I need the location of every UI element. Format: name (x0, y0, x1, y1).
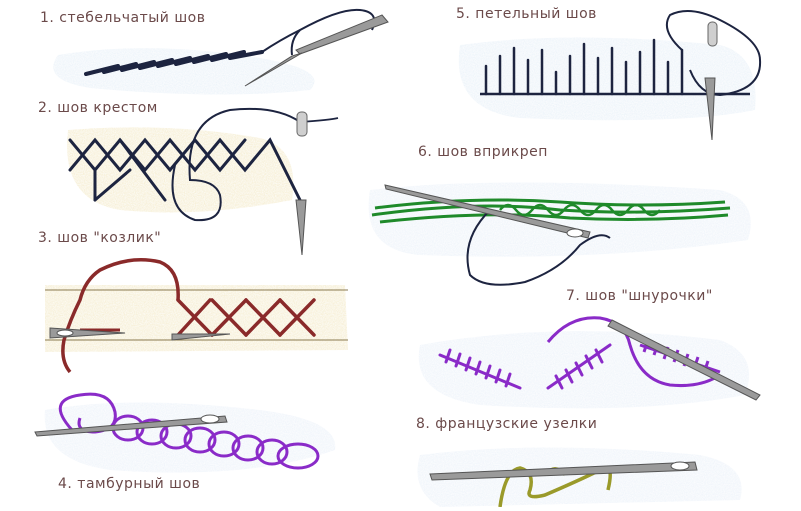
herringbone-stitch-illustration (45, 260, 348, 372)
blanket-stitch-label: 5. петельный шов (456, 6, 597, 22)
stem-stitch-label: 1. стебельчатый шов (40, 10, 205, 26)
fishbone-stitch-illustration (419, 318, 760, 409)
blanket-stitch-illustration (459, 11, 760, 140)
couching-stitch-label: 6. шов вприкреп (418, 144, 548, 160)
couching-stitch-illustration (369, 183, 751, 285)
fishbone-stitch-label: 7. шов "шнурочки" (566, 288, 713, 304)
herringbone-stitch-label: 3. шов "козлик" (38, 230, 161, 246)
chain-stitch-label: 4. тамбурный шов (58, 476, 200, 492)
cross-stitch-label: 2. шов крестом (38, 100, 158, 116)
french-knot-label: 8. французские узелки (416, 416, 597, 432)
chain-stitch-illustration (35, 394, 335, 472)
french-knot-illustration (418, 448, 742, 508)
